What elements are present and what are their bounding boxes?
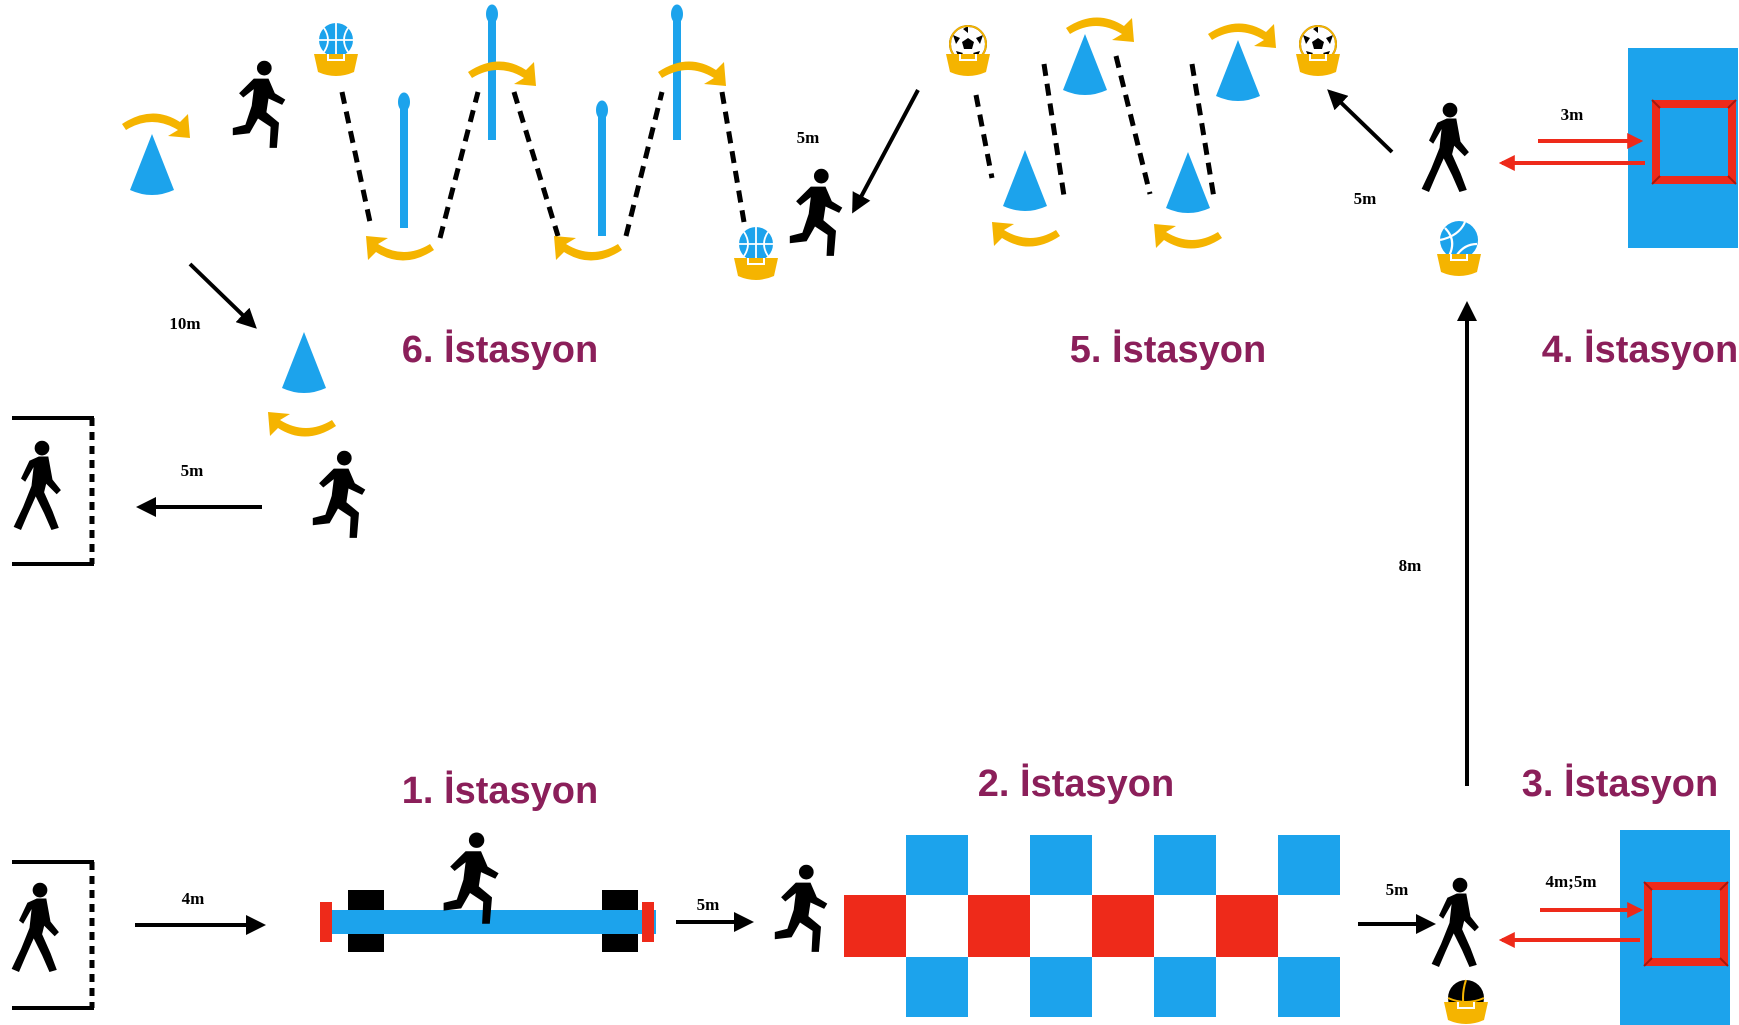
- distance-label: 5m: [1386, 880, 1409, 899]
- station-4-title: 4. İstasyon: [1542, 329, 1738, 371]
- distance-label: 3m: [1561, 105, 1584, 124]
- turn-arrow-icon: [366, 236, 434, 261]
- turn-arrow-icon: [268, 412, 336, 437]
- distance-label: 4m;5m: [1546, 872, 1597, 891]
- basket-icon: [313, 53, 359, 77]
- turn-arrow-icon: [1066, 17, 1134, 42]
- station-3-title: 3. İstasyon: [1522, 763, 1718, 805]
- turn-arrow-icon: [992, 222, 1060, 247]
- basket-icon: [1436, 253, 1482, 277]
- basket-icon: [1295, 53, 1341, 77]
- station-2-title: 2. İstasyon: [978, 763, 1174, 805]
- basketball-icon: [318, 22, 354, 58]
- walking-person-icon: [11, 882, 59, 972]
- pole-icon: [486, 4, 498, 140]
- walking-person-icon: [13, 440, 61, 530]
- goal-target-icon: [1619, 829, 1731, 1025]
- cone-icon: [1063, 34, 1107, 95]
- turn-arrow-icon: [658, 61, 726, 86]
- distance-label: 4m: [182, 889, 205, 908]
- basket-icon: [1443, 1001, 1489, 1025]
- running-person-icon: [789, 168, 843, 256]
- cone-icon: [1216, 40, 1260, 101]
- distance-label: 5m: [1354, 189, 1377, 208]
- distance-label: 10m: [169, 314, 200, 333]
- arrow-cone-run: [188, 262, 257, 329]
- turn-arrow-icon: [1154, 224, 1222, 249]
- cone-icon: [1003, 150, 1047, 211]
- distance-label: 8m: [1399, 556, 1422, 575]
- cone-icon: [282, 332, 326, 393]
- station-6-title: 6. İstasyon: [402, 329, 598, 371]
- running-person-icon: [312, 450, 366, 538]
- pole-icon: [398, 92, 410, 228]
- turn-arrow-icon: [554, 236, 622, 261]
- turn-arrow-icon: [468, 61, 536, 86]
- running-person-icon: [774, 864, 828, 952]
- station-5-title: 5. İstasyon: [1070, 329, 1266, 371]
- cone-icon: [1166, 152, 1210, 213]
- station-1-title: 1. İstasyon: [402, 770, 598, 812]
- finish-gate-icon: [12, 418, 94, 564]
- turn-arrow-icon: [122, 113, 190, 138]
- checker-course-icon: [844, 835, 1340, 1017]
- pole-icon: [596, 100, 608, 236]
- slalom-path: [973, 55, 1217, 199]
- start-gate-icon: [12, 862, 94, 1008]
- goal-target-icon: [1627, 47, 1739, 249]
- turn-arrow-icon: [1208, 23, 1276, 48]
- arrow-s5-to-s6: [852, 89, 920, 214]
- walking-person-icon: [1421, 102, 1469, 192]
- slalom-path: [339, 91, 747, 239]
- cone-icon: [130, 134, 174, 195]
- basket-icon: [945, 53, 991, 77]
- distance-label: 5m: [181, 461, 204, 480]
- distance-label: 5m: [797, 128, 820, 147]
- basket-icon: [733, 257, 779, 281]
- basketball-icon: [738, 226, 774, 262]
- distance-label: 5m: [697, 895, 720, 914]
- running-person-icon: [232, 60, 286, 148]
- walking-person-icon: [1431, 877, 1479, 967]
- arrow-s4-to-s5: [1327, 89, 1394, 154]
- volleyball-icon: [1438, 219, 1480, 261]
